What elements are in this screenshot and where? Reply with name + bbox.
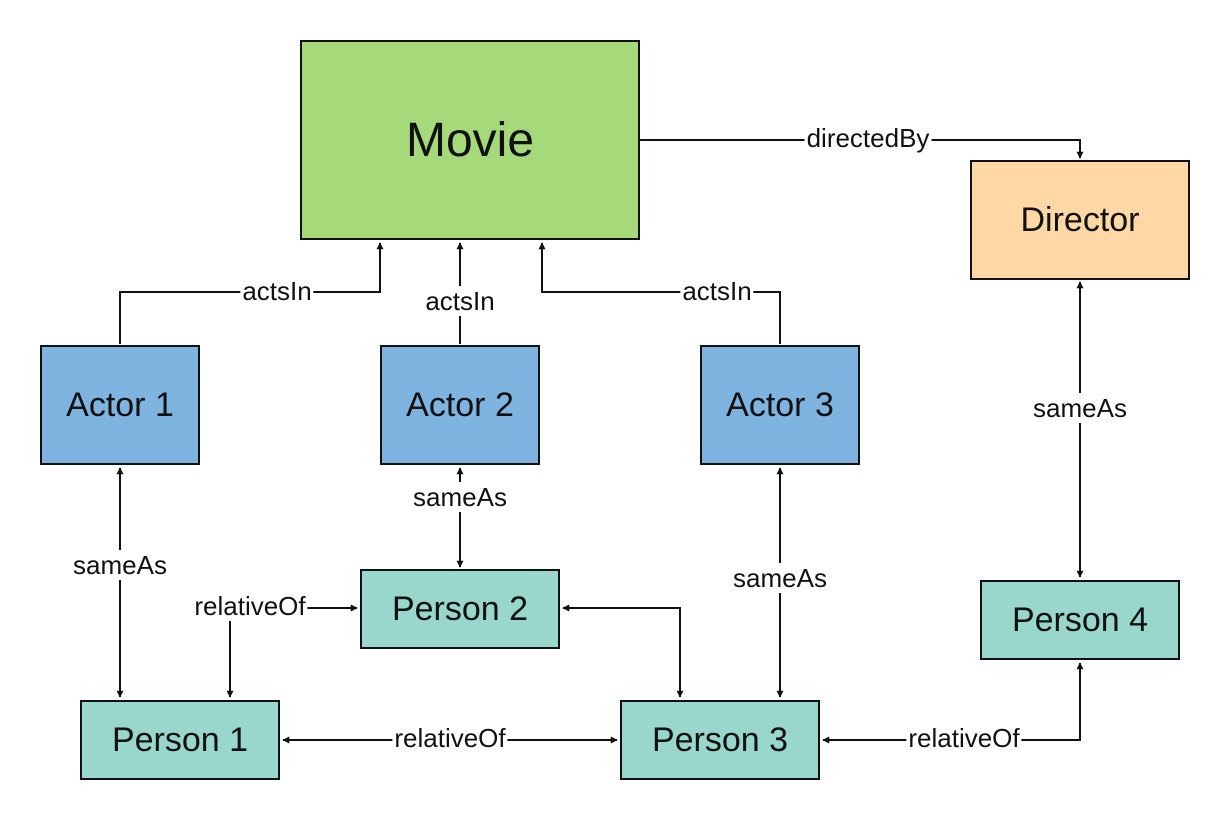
edge-relative-of-person2-person3 xyxy=(562,604,684,698)
node-person-2[interactable]: Person 2 xyxy=(360,569,560,649)
edge-label-same-as-3: sameAs xyxy=(731,563,829,593)
node-actor-3-label: Actor 3 xyxy=(726,385,834,424)
edge-label-same-as-1: sameAs xyxy=(71,550,169,580)
node-director[interactable]: Director xyxy=(970,160,1190,280)
node-person-3-label: Person 3 xyxy=(651,720,789,759)
edge-label-acts-in-1: actsIn xyxy=(240,276,314,306)
edge-label-relative-of-3: relativeOf xyxy=(906,723,1022,753)
node-person-1-label: Person 1 xyxy=(111,720,249,759)
node-movie-label: Movie xyxy=(405,113,535,167)
node-actor-2-label: Actor 2 xyxy=(406,385,514,424)
edge-label-acts-in-2: actsIn xyxy=(423,286,497,316)
node-actor-3[interactable]: Actor 3 xyxy=(700,345,860,465)
edge-directed-by xyxy=(640,139,1084,159)
node-actor-2[interactable]: Actor 2 xyxy=(380,345,540,465)
node-person-4[interactable]: Person 4 xyxy=(980,580,1180,660)
node-person-4-label: Person 4 xyxy=(1011,600,1149,639)
edge-label-acts-in-3: actsIn xyxy=(680,276,754,306)
edge-label-relative-of-1: relativeOf xyxy=(192,591,308,621)
node-person-1[interactable]: Person 1 xyxy=(80,700,280,780)
node-person-3[interactable]: Person 3 xyxy=(620,700,820,780)
edge-relative-of-person1-person2 xyxy=(226,604,358,698)
node-director-label: Director xyxy=(1020,200,1140,239)
edge-acts-in-actor3 xyxy=(538,242,781,344)
node-movie[interactable]: Movie xyxy=(300,40,640,240)
edge-label-relative-of-2: relativeOf xyxy=(392,723,508,753)
node-person-2-label: Person 2 xyxy=(391,589,529,628)
edge-label-directed-by: directedBy xyxy=(804,123,932,153)
node-actor-1-label: Actor 1 xyxy=(66,385,174,424)
edge-label-same-as-2: sameAs xyxy=(411,482,509,512)
edge-label-same-as-4: sameAs xyxy=(1031,393,1129,423)
node-actor-1[interactable]: Actor 1 xyxy=(40,345,200,465)
